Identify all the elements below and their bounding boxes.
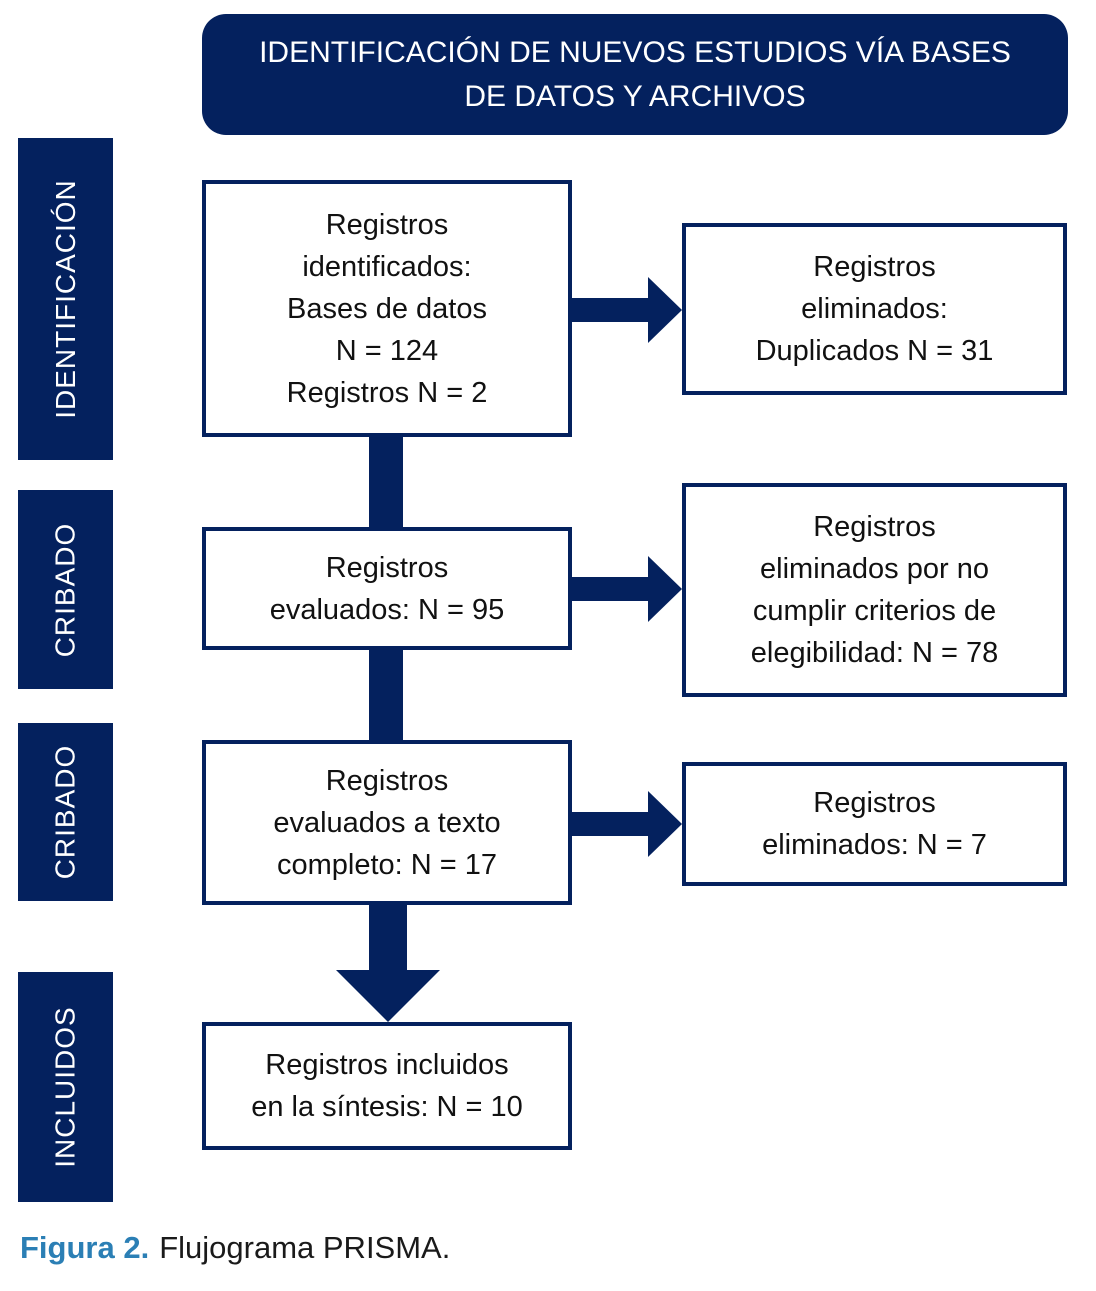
flow-box-eliminados-elegibilidad: Registros eliminados por no cumplir crit… bbox=[682, 483, 1067, 697]
arrow-shaft bbox=[572, 298, 652, 322]
right-arrow-icon bbox=[572, 791, 682, 857]
flow-box-eliminados-duplicados: Registros eliminados: Duplicados N = 31 bbox=[682, 223, 1067, 395]
flow-box-registros-evaluados: Registros evaluados: N = 95 bbox=[202, 527, 572, 650]
arrow-head bbox=[648, 556, 682, 622]
stage-label-text: CRIBADO bbox=[49, 744, 81, 880]
flow-box-registros-incluidos: Registros incluidos en la síntesis: N = … bbox=[202, 1022, 572, 1150]
stage-label-cribado-1: CRIBADO bbox=[18, 490, 113, 689]
flow-box-registros-texto-completo: Registros evaluados a texto completo: N … bbox=[202, 740, 572, 905]
arrow-head bbox=[336, 970, 440, 1022]
arrow-shaft bbox=[572, 577, 652, 601]
right-arrow-icon bbox=[572, 556, 682, 622]
stage-label-text: CRIBADO bbox=[49, 522, 81, 657]
vertical-connector-2 bbox=[369, 648, 403, 744]
arrow-shaft bbox=[572, 812, 652, 836]
stage-label-incluidos: INCLUIDOS bbox=[18, 972, 113, 1202]
flow-box-registros-identificados: Registros identificados: Bases de datos … bbox=[202, 180, 572, 437]
stage-label-cribado-2: CRIBADO bbox=[18, 723, 113, 901]
arrow-head bbox=[648, 791, 682, 857]
arrow-shaft bbox=[369, 903, 407, 970]
stage-label-text: IDENTIFICACIÓN bbox=[49, 179, 81, 419]
stage-label-text: INCLUIDOS bbox=[49, 1006, 81, 1168]
down-arrow-icon bbox=[336, 903, 440, 1022]
stage-label-identificacion: IDENTIFICACIÓN bbox=[18, 138, 113, 460]
vertical-connector-1 bbox=[369, 435, 403, 531]
arrow-head bbox=[648, 277, 682, 343]
right-arrow-icon bbox=[572, 277, 682, 343]
figure-caption-label: Figura 2. bbox=[20, 1230, 150, 1265]
diagram-title-banner: IDENTIFICACIÓN DE NUEVOS ESTUDIOS VÍA BA… bbox=[202, 14, 1068, 135]
figure-caption-text: Flujograma PRISMA. bbox=[159, 1230, 451, 1265]
figure-caption: Figura 2. Flujograma PRISMA. bbox=[20, 1230, 450, 1266]
flow-box-eliminados-texto-completo: Registros eliminados: N = 7 bbox=[682, 762, 1067, 886]
